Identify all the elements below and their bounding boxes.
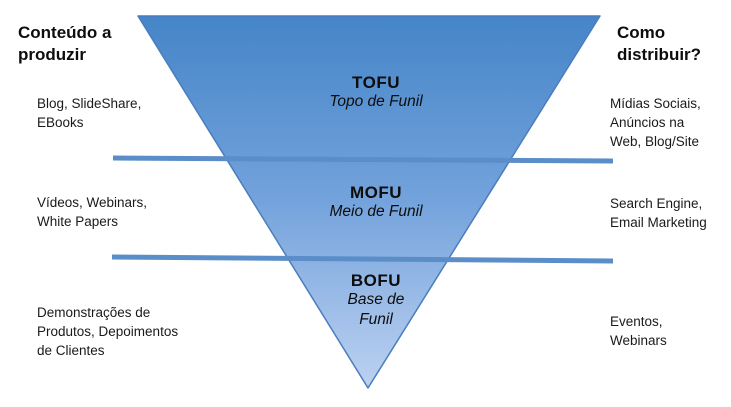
stage-mofu: MOFU Meio de Funil: [276, 183, 476, 222]
left-item-mofu-content: Vídeos, Webinars, White Papers: [37, 195, 148, 229]
divider-line-mofu-bofu: [111, 254, 614, 264]
stage-mofu-name: Meio de Funil: [329, 203, 423, 220]
stage-mofu-acronym: MOFU: [349, 183, 403, 202]
stage-tofu-acronym: TOFU: [352, 73, 400, 92]
stage-bofu-name: Base de Funil: [347, 291, 405, 328]
right-item-tofu-distribution: Mídias Sociais, Anúncios na Web, Blog/Si…: [610, 96, 701, 149]
stage-bofu-acronym: BOFU: [350, 271, 402, 290]
right-column-title: Como distribuir?: [617, 23, 702, 64]
right-item-bofu-distribution: Eventos, Webinars: [610, 314, 667, 348]
inverted-triangle: [137, 15, 601, 389]
stage-bofu: BOFU Base de Funil: [276, 271, 476, 330]
left-column-title: Conteúdo a produzir: [18, 23, 112, 64]
left-item-tofu-content: Blog, SlideShare, EBooks: [37, 96, 142, 130]
divider-line-tofu-mofu: [112, 155, 614, 164]
stage-tofu: TOFU Topo de Funil: [276, 73, 476, 112]
left-item-bofu-content: Demonstrações de Produtos, Depoimentos d…: [37, 305, 179, 358]
right-item-mofu-distribution: Search Engine, Email Marketing: [610, 196, 707, 230]
stage-tofu-name: Topo de Funil: [329, 93, 423, 110]
